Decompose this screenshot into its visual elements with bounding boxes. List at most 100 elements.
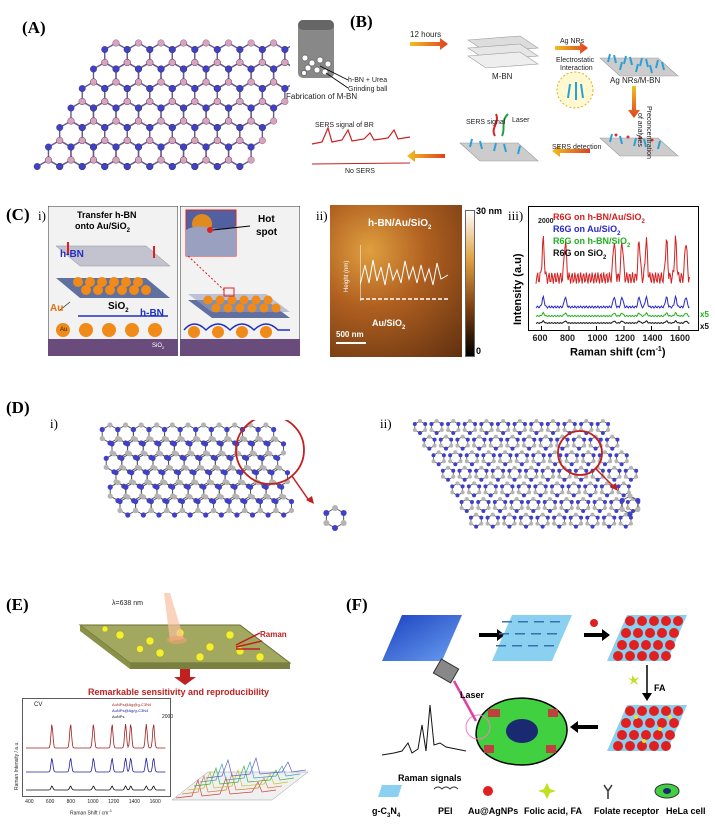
heptazine-atom xyxy=(534,468,539,473)
heptazine-atom xyxy=(473,428,478,432)
gcn-atom xyxy=(249,494,256,500)
heptazine-atom xyxy=(623,468,628,473)
gcn-atom xyxy=(187,494,193,500)
heptazine-atom xyxy=(467,474,472,479)
heptazine-atom xyxy=(545,521,550,526)
heptazine-atom xyxy=(477,434,482,439)
heptazine-atom xyxy=(543,484,548,489)
lattice-atom xyxy=(202,143,210,151)
heptazine-atom xyxy=(479,422,484,426)
gcn-atom xyxy=(132,436,138,442)
gcn-atom xyxy=(224,480,230,486)
heptazine-atom xyxy=(441,459,446,464)
hot-spot-diagram xyxy=(180,206,300,356)
heptazine-atom xyxy=(505,443,510,448)
e-xtick-label: 600 xyxy=(45,799,55,805)
gcn-atom xyxy=(171,494,178,500)
e-series-2 xyxy=(26,785,166,791)
gcn-atom xyxy=(241,436,248,442)
lattice-atom xyxy=(112,104,120,112)
raman-xlabel: Raman shift (cm-1) xyxy=(570,346,666,359)
heptazine-atom xyxy=(607,512,612,517)
heptazine-atom xyxy=(450,490,455,495)
heptazine-atom xyxy=(495,477,500,482)
heptazine-atom xyxy=(455,493,460,498)
heptazine-atom xyxy=(623,524,628,529)
heptazine-atom xyxy=(542,500,547,504)
gcn-atom xyxy=(148,436,154,442)
raman-series-hbn-au-sio2 xyxy=(535,235,690,285)
heptazine-atom xyxy=(606,428,611,432)
f-legend-3: Folic acid, FA xyxy=(524,806,583,816)
gcn-atom xyxy=(140,441,146,447)
label-electrostatic: Electrostatic xyxy=(556,57,595,64)
lattice-atom xyxy=(146,124,154,131)
heptazine-atom xyxy=(527,484,532,489)
heptazine-atom xyxy=(567,419,572,423)
gcn-atom xyxy=(263,484,269,490)
heptazine-atom xyxy=(498,497,503,501)
heptazine-atom xyxy=(527,434,532,439)
lattice-atom xyxy=(135,65,142,73)
gcn-atom xyxy=(222,470,228,476)
gcn-atom xyxy=(179,436,185,442)
gcn-atom xyxy=(265,512,271,518)
lattice-atom xyxy=(135,39,142,47)
heptazine-atom xyxy=(548,437,553,442)
heptazine-atom xyxy=(498,453,503,458)
heptazine-atom xyxy=(592,506,597,510)
lattice-atom xyxy=(45,143,52,151)
heptazine-atom xyxy=(551,419,556,423)
heptazine-atom xyxy=(532,437,537,442)
heptazine-atom xyxy=(586,462,591,467)
heptazine-atom xyxy=(543,434,548,439)
heptazine-atom xyxy=(581,497,586,501)
heptazine-atom xyxy=(571,437,576,442)
heptazine-atom xyxy=(507,474,512,479)
heptazine-atom xyxy=(443,434,448,439)
heptazine-atom xyxy=(469,462,474,467)
heptazine-atom xyxy=(515,437,520,442)
gcn-atom xyxy=(128,470,135,476)
heptazine-atom xyxy=(610,446,615,451)
heptazine-atom xyxy=(619,450,624,455)
heptazine-atom xyxy=(533,490,538,495)
lattice-atom xyxy=(78,163,86,170)
heptazine-atom xyxy=(431,453,436,458)
e-xtick-label: 1000 xyxy=(87,799,99,805)
heptazine-atom xyxy=(547,459,552,464)
heptazine-atom xyxy=(538,437,543,442)
heptazine-atom xyxy=(532,443,537,448)
gcn-atom xyxy=(255,426,261,433)
heptazine-atom xyxy=(522,428,527,432)
afm-scalebar xyxy=(336,342,366,344)
heptazine-atom xyxy=(531,497,536,501)
panel-label-a: (A) xyxy=(22,18,46,37)
heptazine-atom xyxy=(474,468,479,473)
lattice-atom xyxy=(168,137,176,144)
heptazine-atom xyxy=(482,443,487,448)
raman-xtick-label: 1400 xyxy=(642,333,663,343)
heptazine-unit-atom xyxy=(635,506,641,513)
heptazine-atom xyxy=(551,474,556,479)
heptazine-atom xyxy=(479,477,484,482)
gcn-atom xyxy=(187,512,193,518)
heptazine-atom xyxy=(484,468,489,473)
gcn-atom xyxy=(123,484,129,490)
heptazine-atom xyxy=(458,453,463,458)
heptazine-atom xyxy=(536,462,541,467)
gcn-atom xyxy=(195,436,201,442)
heptazine-atom xyxy=(524,468,529,473)
lattice-atom xyxy=(135,78,142,86)
heptazine-atom xyxy=(589,428,594,432)
gcn-atom xyxy=(138,422,144,428)
lattice-atom xyxy=(135,117,142,125)
gcn-atom xyxy=(107,422,113,428)
heptazine-atom xyxy=(495,422,500,426)
gcn-atom xyxy=(273,436,279,442)
label-preconcentration: Preconcentration xyxy=(645,106,652,159)
heptazine-atom xyxy=(628,477,633,482)
heptazine-atom xyxy=(453,462,458,467)
gcn-atom xyxy=(195,498,201,505)
heptazine-atom xyxy=(531,453,536,458)
